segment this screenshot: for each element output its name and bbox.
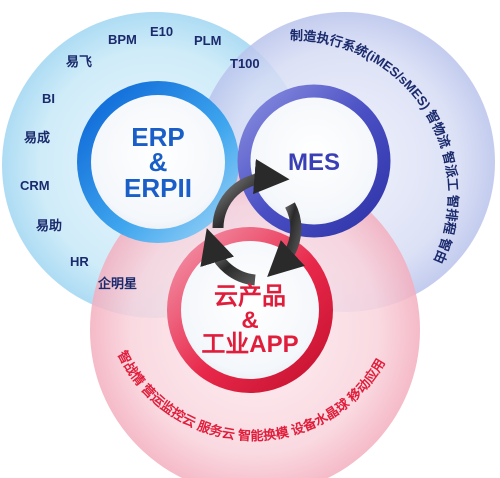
erp-ring [77, 81, 239, 243]
erp-item-crm: CRM [20, 178, 50, 193]
erp-item-yifei: 易飞 [66, 54, 92, 69]
cycle-arrow-icon [200, 159, 305, 286]
erp-item-bi: BI [42, 91, 55, 106]
erp-item-plm: PLM [194, 33, 221, 48]
erp-item-yicheng: 易成 [24, 130, 50, 145]
erp-title-line-2: & [149, 147, 168, 177]
erp-item-hr: HR [70, 254, 89, 269]
erp-title-line-3: ERPII [124, 173, 192, 203]
erp-item-e10: E10 [150, 24, 173, 39]
mes-ring [237, 84, 391, 238]
cloud-title: 云产品 & 工业APP [201, 282, 298, 358]
erp-title: ERP & ERPII [124, 122, 192, 203]
erp-item-bpm: BPM [108, 32, 137, 47]
erp-item-qimingxing: 企明星 [97, 276, 137, 291]
mes-title: MES [288, 149, 340, 176]
erp-item-t100: T100 [230, 56, 260, 71]
cloud-title-line-3: 工业APP [201, 331, 298, 358]
cloud-title-line-2: & [241, 307, 258, 334]
erp-items: BPM E10 PLM T100 易飞 BI 易成 CRM 易助 HR 企明星 [20, 24, 260, 291]
cloud-title-line-1: 云产品 [214, 282, 286, 310]
erp-title-line-1: ERP [131, 122, 184, 152]
erp-item-yizhu: 易助 [36, 218, 62, 233]
